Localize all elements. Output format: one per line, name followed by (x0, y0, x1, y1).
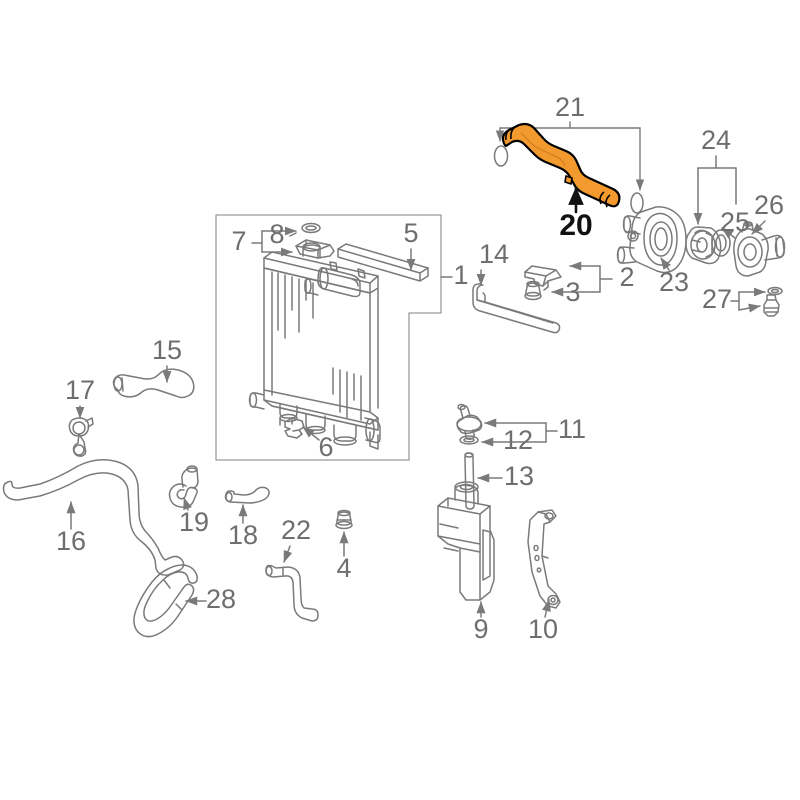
callout-label-27: 27 (702, 284, 732, 314)
leader-19 (183, 497, 192, 511)
radiator-upper-bracket-part (337, 243, 429, 282)
callout-label-20: 20 (559, 209, 592, 242)
heater-hose-part (265, 564, 319, 622)
callout-label-19: 19 (179, 507, 209, 537)
radiator-cap-seal-part (301, 222, 321, 234)
radiator-cap-part (295, 239, 335, 259)
callout-label-8: 8 (269, 219, 284, 249)
leader-25 (721, 227, 736, 239)
callout-label-21: 21 (555, 92, 585, 122)
callout-label-4: 4 (336, 553, 351, 583)
water-pipe-highlighted-part (501, 122, 621, 208)
callout-label-14: 14 (479, 239, 509, 269)
leader-24 (693, 155, 737, 225)
callout-label-5: 5 (403, 218, 418, 248)
leader-26 (751, 220, 766, 235)
callout-label-1: 1 (453, 260, 468, 290)
lower-radiator-hose-part (2, 459, 185, 576)
leader-27 (730, 287, 766, 313)
callout-label-28: 28 (206, 584, 236, 614)
rubber-mount-cushion-part (335, 509, 353, 530)
leader-7 (251, 226, 297, 257)
hose-clamp-part (68, 417, 94, 457)
thermostat-housing-part (616, 206, 687, 274)
bypass-hose-curved-part (168, 465, 199, 508)
diagram-line-art (2, 121, 786, 638)
bypass-hose-loop-part (133, 564, 198, 638)
callout-label-13: 13 (504, 461, 534, 491)
callout-label-18: 18 (228, 520, 258, 550)
drain-plug-part (524, 265, 562, 291)
reservoir-cap-gasket-part (459, 435, 479, 445)
callout-label-6: 6 (318, 432, 333, 462)
radiator-assembly-box (215, 214, 442, 461)
callout-label-25: 25 (720, 207, 750, 237)
bypass-hose-short-part (224, 486, 270, 504)
callout-label-10: 10 (528, 614, 558, 644)
callout-label-12: 12 (503, 425, 533, 455)
thermostat-gasket-part (711, 229, 731, 257)
callout-label-3: 3 (565, 277, 580, 307)
callout-labels: 1 2 3 4 5 6 7 8 9 10 11 12 13 14 15 16 1… (56, 92, 784, 644)
callout-label-9: 9 (473, 614, 488, 644)
water-pipe-oring-left (493, 145, 509, 167)
leader-22 (283, 545, 293, 563)
leader-2 (551, 261, 613, 297)
drain-hose-part (472, 283, 561, 334)
leader-11 (481, 418, 558, 447)
callout-label-7: 7 (231, 226, 246, 256)
leader-8 (289, 232, 297, 237)
callout-label-22: 22 (281, 515, 311, 545)
coolant-reservoir-tank-part (437, 481, 495, 601)
leader-23 (660, 257, 671, 271)
callout-label-16: 16 (56, 526, 86, 556)
callout-label-17: 17 (65, 375, 95, 405)
coolant-temp-sensor-part (763, 294, 780, 317)
lower-mount-bracket-part (284, 417, 305, 439)
water-pipe-oring-right (630, 192, 644, 214)
callout-label-26: 26 (754, 190, 784, 220)
leader-lines (66, 155, 766, 618)
reservoir-mount-bracket-part (527, 509, 561, 609)
reservoir-cap-part (456, 403, 483, 440)
callout-label-11: 11 (558, 414, 586, 444)
leader-6 (302, 426, 320, 441)
callout-label-23: 23 (659, 267, 689, 297)
radiator-core (248, 242, 381, 450)
overflow-tube-part (464, 452, 475, 510)
leader-10 (542, 599, 551, 618)
callout-label-15: 15 (152, 335, 182, 365)
callout-label-24: 24 (701, 125, 731, 155)
sensor-oring-part (767, 286, 783, 296)
upper-radiator-hose-part (112, 368, 195, 399)
callout-label-2: 2 (619, 262, 634, 292)
drain-cock-part (524, 280, 542, 301)
